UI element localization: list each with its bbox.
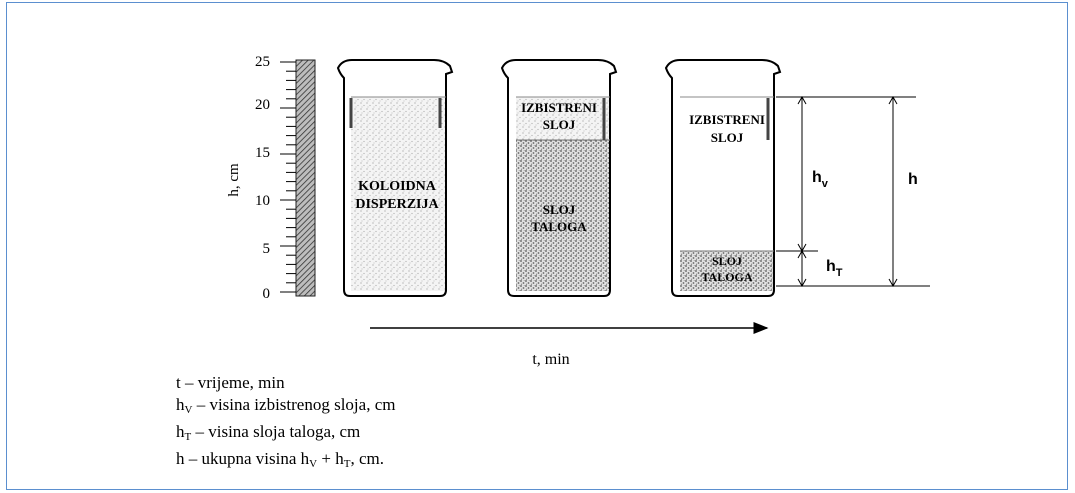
ruler-ticks xyxy=(280,61,296,293)
ht-label: hT xyxy=(826,258,843,279)
beaker-2-clear-label-line1: IZBISTRENI xyxy=(521,100,597,115)
tick-label-15: 15 xyxy=(255,145,270,161)
beaker-2: IZBISTRENI SLOJ SLOJ TALOGA xyxy=(500,59,618,297)
legend-item-h: h – ukupna visina hV + hT, cm. xyxy=(176,449,384,470)
beaker-1-label-line1: KOLOIDNA xyxy=(358,179,437,194)
tick-label-25: 25 xyxy=(255,54,270,70)
hv-label: hv xyxy=(812,169,829,190)
sediment-layer xyxy=(516,140,610,291)
legend-item-ht: hT – visina sloja taloga, cm xyxy=(176,422,361,443)
tick-label-0: 0 xyxy=(263,286,271,302)
legend-item-hv: hV – visina izbistrenog sloja, cm xyxy=(176,395,396,416)
y-axis-label: h, cm xyxy=(226,163,242,197)
ruler xyxy=(295,59,316,297)
clear-layer xyxy=(516,97,610,140)
sediment-layer xyxy=(680,251,774,291)
legend-item-t: t – vrijeme, min xyxy=(176,373,285,392)
beaker-1-label-line2: DISPERZIJA xyxy=(355,197,439,212)
beaker-2-sediment-label-line2: TALOGA xyxy=(531,219,587,234)
beaker-3-clear-label-line2: SLOJ xyxy=(711,130,744,145)
beaker-3-clear-label-line1: IZBISTRENI xyxy=(689,112,765,127)
beaker-2-clear-label-line2: SLOJ xyxy=(543,117,576,132)
beaker-3: IZBISTRENI SLOJ SLOJ TALOGA xyxy=(664,59,782,297)
h-label: h xyxy=(908,171,918,188)
beaker-1: KOLOIDNA DISPERZIJA xyxy=(336,59,454,297)
tick-label-5: 5 xyxy=(263,241,271,257)
tick-label-10: 10 xyxy=(255,193,270,209)
legend: t – vrijeme, min hV – visina izbistrenog… xyxy=(176,372,395,475)
beaker-3-sediment-label-line1: SLOJ xyxy=(712,254,742,268)
dimension-lines xyxy=(776,95,930,288)
beaker-3-sediment-label-line2: TALOGA xyxy=(701,270,752,284)
beaker-2-sediment-label-line1: SLOJ xyxy=(543,202,576,217)
y-tick-labels: 25 20 15 10 5 0 xyxy=(255,54,270,302)
x-axis-label: t, min xyxy=(532,351,569,368)
tick-label-20: 20 xyxy=(255,97,270,113)
colloid-fill xyxy=(351,97,445,291)
